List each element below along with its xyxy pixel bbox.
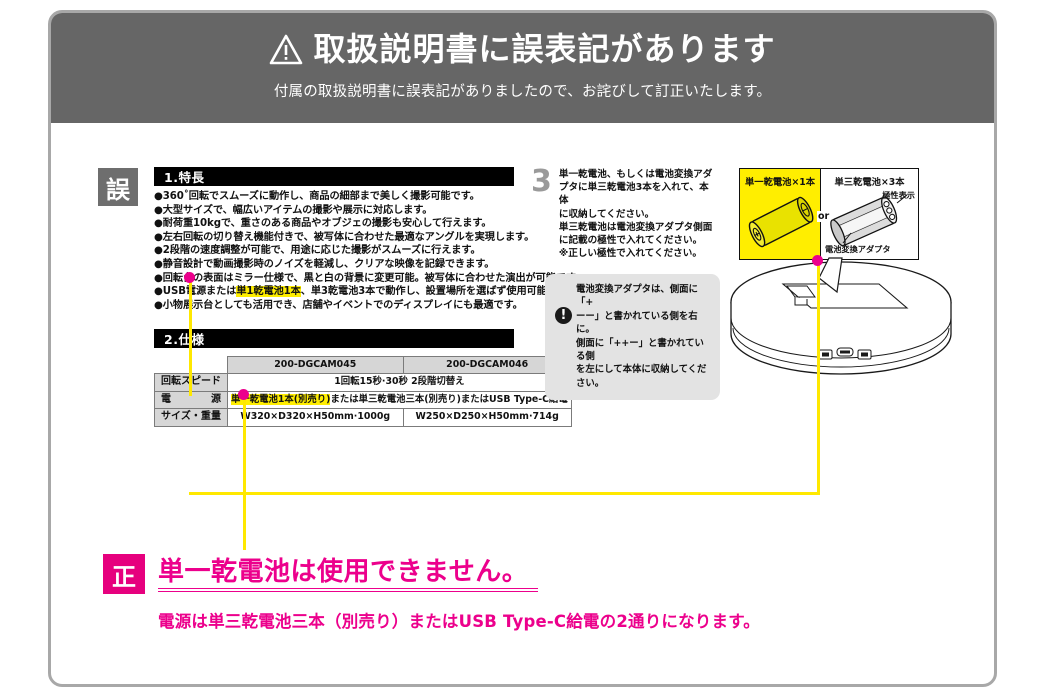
correct-badge: 正 <box>103 554 145 594</box>
warning-triangle-icon <box>270 34 303 65</box>
correct-underline <box>158 588 538 592</box>
battery-adapter-icon <box>830 194 908 247</box>
exclamation-circle-icon: ! <box>555 307 572 324</box>
table-row: 回転スピード 1回転15秒·30秒 2段階切替え <box>154 373 572 392</box>
polarity-label: 極性表示 <box>882 190 915 200</box>
step-line: に収納してください。 <box>558 208 655 220</box>
note-line: 側面に「++ー」と書かれている側 <box>576 337 704 363</box>
power-highlight-battery: 単一乾電池1本(別売り) <box>231 393 331 405</box>
row-value-speed: 1回転15秒·30秒 2段階切替え <box>227 373 572 392</box>
connector-line-horizontal <box>189 492 820 495</box>
connector-line-features-to-table <box>189 276 192 396</box>
row-value-size-046: W250×D250×H50mm·714g <box>402 408 572 427</box>
table-row: 電源 単一乾電池1本(別売り)または単三乾電池三本(別売り)またはUSB Typ… <box>154 390 572 409</box>
row-label-size: サイズ・重量 <box>154 408 228 427</box>
step-3-instruction: 3 単一乾電池、もしくは電池変換アダ プタに単三乾電池3本を入れて、本体 に収納… <box>531 164 716 260</box>
feature-item: ●2段階の速度調整が可能で、用途に応じた撮影がスムーズに行えます。 <box>154 245 481 257</box>
note-line: さい。 <box>576 377 605 389</box>
step-line: 単三乾電池は電池変換アダプタ側面 <box>558 221 713 233</box>
feature-item: ●小物展示台としても活用でき、店舗やイベントでのディスプレイにも最適です。 <box>154 299 523 311</box>
column-header-045: 200-DGCAM045 <box>227 356 404 374</box>
feature-item: ●左右回転の切り替え機能付きで、被写体に合わせた最適なアングルを実現します。 <box>154 231 535 243</box>
feature-list: ●360˚回転でスムーズに動作し、商品の細部まで美しく撮影可能です。 ●大型サイ… <box>154 190 576 312</box>
feature-item: ●耐荷重10kgで、重さのある商品やオブジェの撮影も安心して行えます。 <box>154 218 492 230</box>
feature-item: ●回転台の表面はミラー仕様で、黒と白の背景に変更可能。被写体に合わせた演出が可能… <box>154 272 576 284</box>
connector-line-table-to-correct <box>243 394 246 550</box>
adapter-label: 電池変換アダプタ <box>825 244 891 254</box>
feature-item-highlighted: ●USB電源または単1乾電池1本、単3乾電池3本で動作し、設置場所を選ばず使用可… <box>154 285 576 299</box>
wrong-badge: 誤 <box>98 168 138 206</box>
feature-item: ●大型サイズで、幅広いアイテムの撮影や展示に対応します。 <box>154 204 433 216</box>
page-title-text: 取扱説明書に誤表記があります <box>313 29 776 68</box>
correct-sub-text: 電源は単三乾電池三本（別売り）またはUSB Type-C給電の2通りになります。 <box>158 612 760 631</box>
feature-text-before: ●USB電源または <box>154 286 237 298</box>
correct-main-text: 単一乾電池は使用できません。 <box>158 557 529 587</box>
connector-line-battery-panel <box>817 260 820 495</box>
notice-card: 取扱説明書に誤表記があります 付属の取扱説明書に誤表記がありましたので、お詫びし… <box>48 10 997 687</box>
step-line: ※正しい極性で入れてください。 <box>558 248 702 260</box>
section-header-features: 1.特長 <box>154 167 514 186</box>
step-line: プタに単三乾電池3本を入れて、本体 <box>558 182 709 207</box>
page-subtitle: 付属の取扱説明書に誤表記がありましたので、お詫びして訂正いたします。 <box>273 84 772 101</box>
step-line: に記載の極性で入れてください。 <box>558 235 703 247</box>
column-header-046: 200-DGCAM046 <box>402 356 572 374</box>
battery-comparison-panel: 単一乾電池×1本 単三乾電池×3本 <box>739 168 919 260</box>
battery-option-d-cell: 単一乾電池×1本 <box>740 169 821 259</box>
connector-dot-table <box>238 389 249 400</box>
note-line: を左にして本体に収納してくだ <box>576 364 707 376</box>
power-value-rest: または単三乾電池三本(別売り)またはUSB Type-C給電 <box>330 393 568 405</box>
row-value-power: 単一乾電池1本(別売り)または単三乾電池三本(別売り)またはUSB Type-C… <box>227 390 572 409</box>
spec-table: 200-DGCAM045 200-DGCAM046 回転スピード 1回転15秒·… <box>154 356 572 427</box>
table-header-row: 200-DGCAM045 200-DGCAM046 <box>155 356 572 374</box>
connector-dot-feature <box>184 272 195 283</box>
content-area: 誤 1.特長 ●360˚回転でスムーズに動作し、商品の細部まで美しく撮影可能です… <box>51 126 994 684</box>
row-value-size-045: W320×D320×H50mm·1000g <box>227 408 404 427</box>
note-line: 電池変換アダプタは、側面に「+ <box>576 284 698 309</box>
page-title: 取扱説明書に誤表記があります <box>269 29 776 68</box>
aa-cell-caption: 単三乾電池×3本 <box>834 177 905 188</box>
step-number: 3 <box>531 164 552 199</box>
feature-highlight-battery: 単1乾電池1本 <box>236 286 301 298</box>
step-text: 単一乾電池、もしくは電池変換アダ プタに単三乾電池3本を入れて、本体 に収納して… <box>559 168 716 260</box>
step-line: 単一乾電池、もしくは電池変換アダ <box>558 169 713 180</box>
adapter-note-callout: ! 電池変換アダプタは、側面に「+ ーー」と書かれている側を右に。 側面に「++… <box>545 274 720 401</box>
d-cell-battery-icon <box>748 196 814 248</box>
d-cell-caption: 単一乾電池×1本 <box>744 177 816 188</box>
feature-item: ●静音設計で動画撮影時のノイズを軽減し、クリアな映像を記録できます。 <box>154 258 495 270</box>
header-banner: 取扱説明書に誤表記があります 付属の取扱説明書に誤表記がありましたので、お詫びし… <box>51 13 994 123</box>
turntable-illustration <box>730 257 952 375</box>
section-header-specs: 2.仕様 <box>154 329 514 348</box>
note-line: ーー」と書かれている側を右に。 <box>576 310 698 336</box>
table-row: サイズ・重量 W320×D320×H50mm·1000g W250×D250×H… <box>154 408 572 427</box>
connector-dot-battery <box>812 255 823 266</box>
or-separator-label: or <box>817 211 831 222</box>
feature-item: ●360˚回転でスムーズに動作し、商品の細部まで美しく撮影可能です。 <box>154 191 480 202</box>
feature-text-after: 、単3乾電池3本で動作し、設置場所を選ばず使用可能です。 <box>300 286 576 298</box>
battery-option-adapter: 単三乾電池×3本 極性表示 <box>821 169 918 259</box>
